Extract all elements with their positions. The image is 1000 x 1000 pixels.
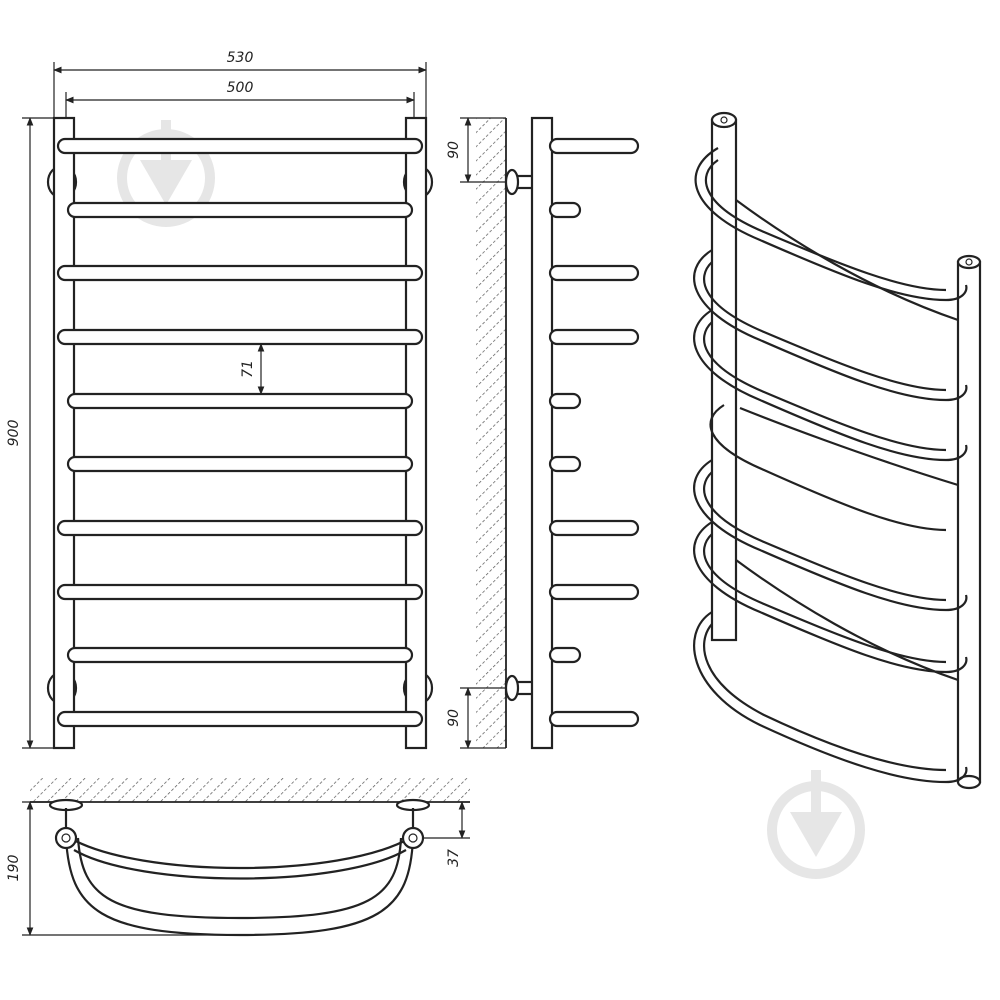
dim-rail-width: 500 bbox=[227, 80, 254, 96]
wall-section bbox=[476, 118, 506, 748]
dim-offset: 37 bbox=[446, 849, 462, 867]
wall-top-section bbox=[30, 778, 470, 802]
dim-height: 900 bbox=[6, 420, 22, 447]
isometric-view bbox=[693, 111, 982, 790]
dim-overall-width: 530 bbox=[227, 50, 254, 66]
side-rungs bbox=[548, 137, 640, 728]
dim-depth: 190 bbox=[6, 855, 22, 882]
front-rungs bbox=[56, 137, 424, 728]
top-view: 190 37 bbox=[6, 778, 470, 937]
iso-rungs bbox=[693, 147, 968, 784]
front-view: 530 500 900 bbox=[6, 50, 434, 750]
dim-rung-spacing: 71 bbox=[240, 360, 256, 378]
dim-mount-top: 90 bbox=[446, 141, 462, 159]
side-view: 90 90 bbox=[446, 116, 640, 750]
dim-mount-bottom: 90 bbox=[446, 709, 462, 727]
iso-right-rail bbox=[956, 260, 982, 784]
side-vertical-rail bbox=[530, 116, 554, 750]
watermark-bottom bbox=[767, 770, 865, 879]
